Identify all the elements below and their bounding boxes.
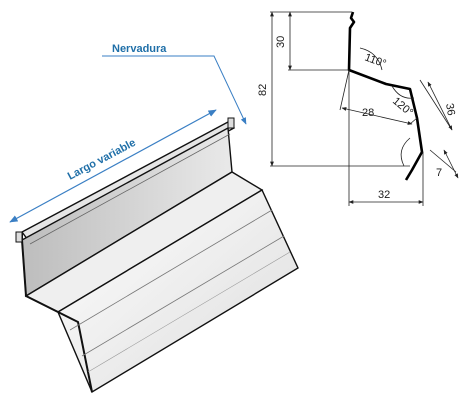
rib-line <box>69 209 273 331</box>
profile-line <box>347 11 424 181</box>
profile-section <box>347 11 424 181</box>
rib-line <box>87 251 291 373</box>
panel-tab <box>227 117 235 129</box>
panel-3d <box>15 117 299 394</box>
nervadura-leader <box>102 55 247 125</box>
dim-bottom-width: 32 <box>378 189 390 201</box>
largo-arrow <box>9 109 217 223</box>
rib-line <box>81 235 285 357</box>
dim-lip: 7 <box>436 167 442 179</box>
panel-tab <box>15 231 23 243</box>
dim-slant: 36 <box>443 102 457 116</box>
dimension-lines <box>270 11 459 206</box>
panel-slanted-face <box>57 188 299 394</box>
nervadura-label: Nervadura <box>112 43 167 55</box>
dim-top-height: 30 <box>275 36 287 48</box>
dim-mid-width: 28 <box>362 107 374 119</box>
dim-total-height: 82 <box>257 84 269 96</box>
dim-angle-top: 110° <box>363 52 388 71</box>
